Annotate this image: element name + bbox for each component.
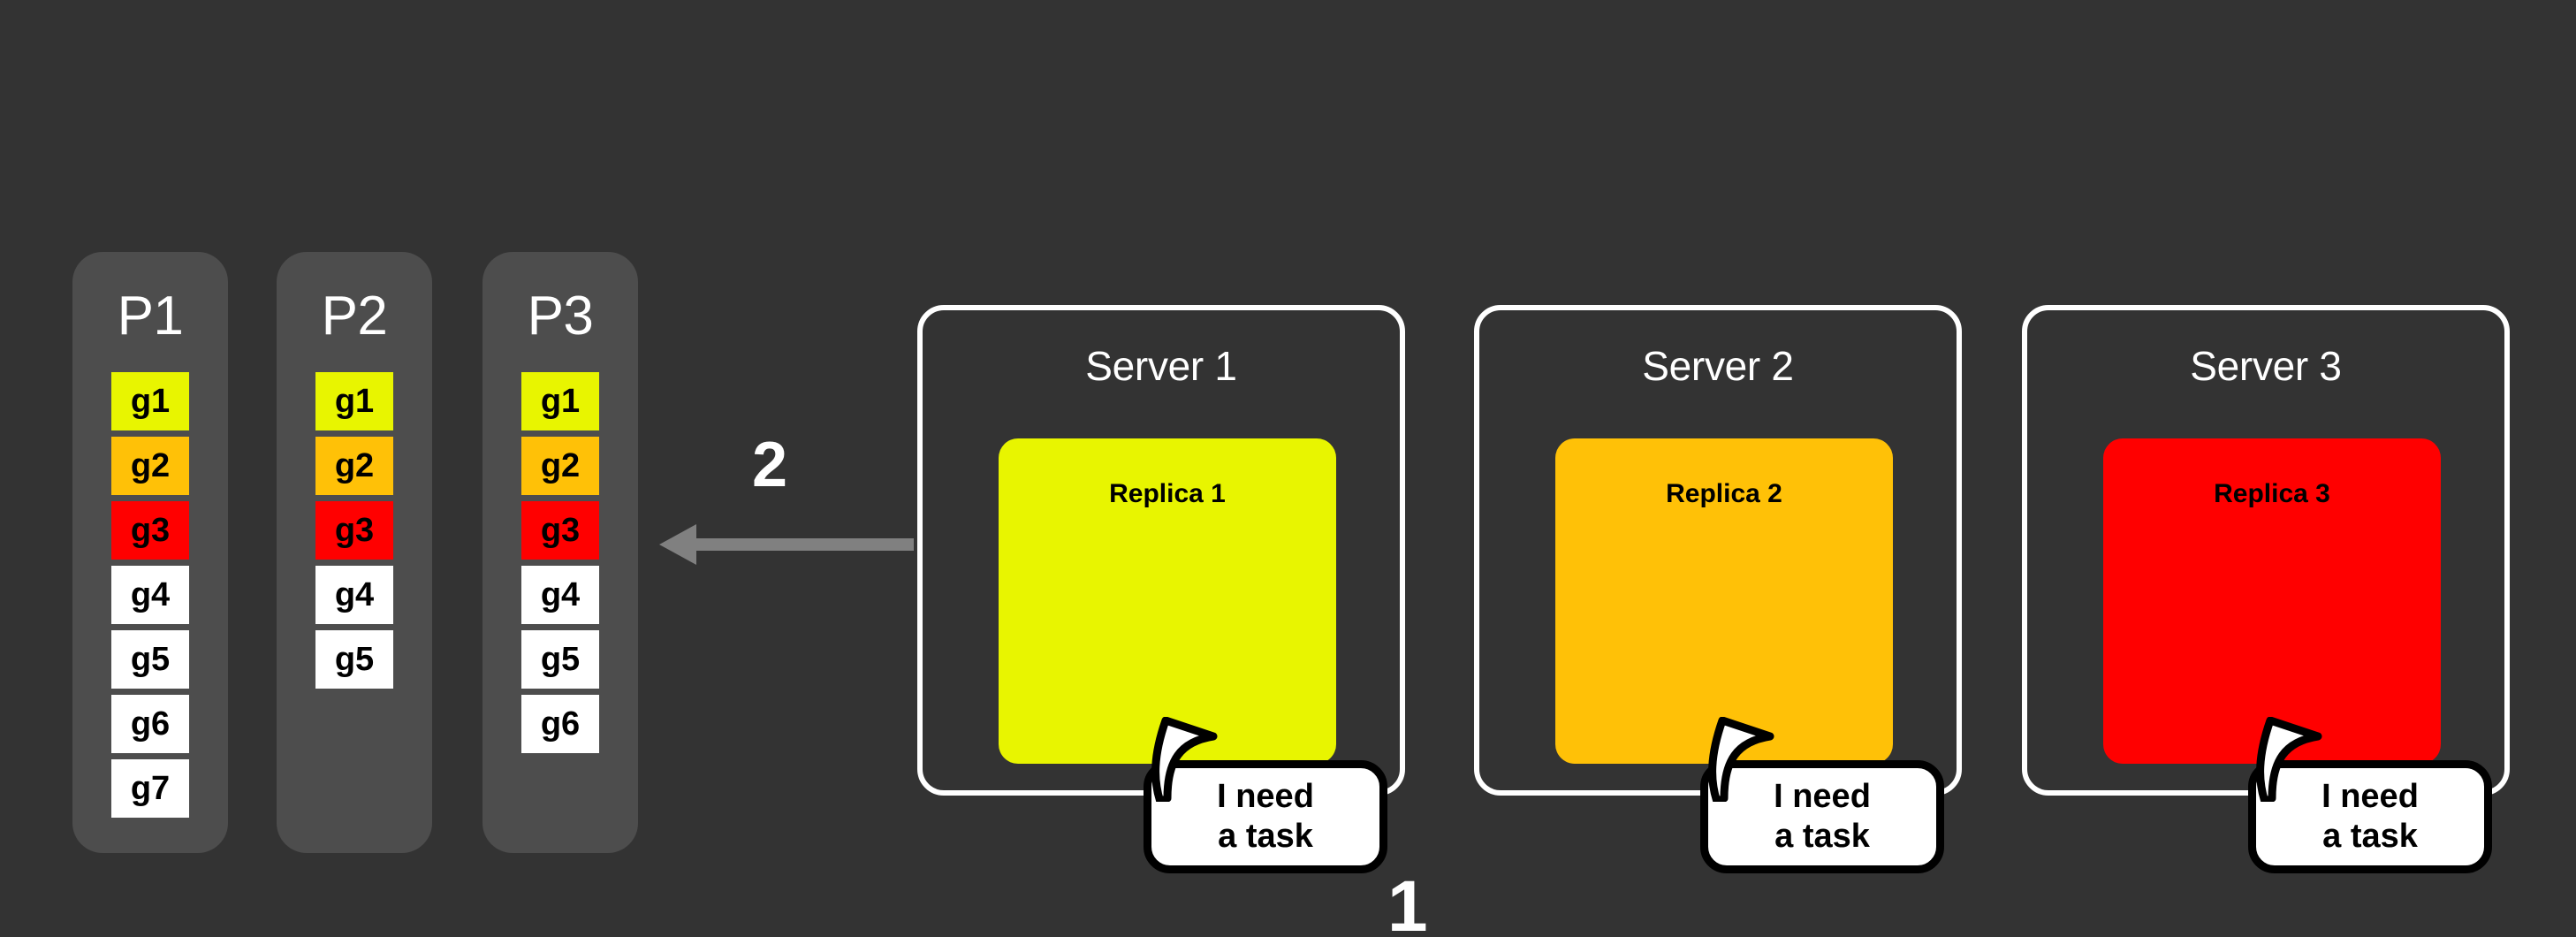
partition-item: g5 [315,630,393,689]
partition-item: g1 [111,372,189,430]
bubble-line-1: I need [1217,778,1314,816]
partition-column-p1: P1 g1 g2 g3 g4 g5 g6 g7 [72,252,228,853]
server-title: Server 2 [1642,343,1794,389]
bubble-line-1: I need [1774,778,1871,816]
replica-box-1: Replica 1 [999,438,1336,764]
partition-item: g3 [111,501,189,560]
partition-item: g4 [521,566,599,624]
partition-item-list: g1 g2 g3 g4 g5 g6 g7 [72,372,228,818]
partition-title: P3 [527,286,594,347]
assign-task-arrow-group: 2 [654,430,928,565]
step-1-label: 1 [1387,866,1428,937]
bubble-line-2: a task [1218,818,1313,855]
speech-bubble-tail-icon [1708,717,1774,802]
partition-column-p3: P3 g1 g2 g3 g4 g5 g6 [483,252,638,853]
server-title: Server 1 [1085,343,1237,389]
partition-item-list: g1 g2 g3 g4 g5 [277,372,432,689]
partition-item: g1 [315,372,393,430]
replica-box-2: Replica 2 [1555,438,1893,764]
partition-item: g3 [315,501,393,560]
bubble-line-2: a task [1774,818,1870,855]
server-panel-2: Server 2 Replica 2 [1474,305,1962,796]
partition-item: g6 [111,695,189,753]
partition-item: g5 [521,630,599,689]
replica-label: Replica 3 [2214,479,2330,508]
replica-box-3: Replica 3 [2103,438,2441,764]
server-panel-1: Server 1 Replica 1 [917,305,1405,796]
partition-item: g1 [521,372,599,430]
step-2-label: 2 [752,430,788,500]
partition-title: P2 [321,286,388,347]
replica-label: Replica 1 [1109,479,1226,508]
partition-item: g7 [111,759,189,818]
bubble-line-1: I need [2321,778,2419,816]
partition-item: g6 [521,695,599,753]
speech-bubble-server-3: I need a task [2248,717,2492,873]
left-arrow-icon [659,524,914,565]
partition-item-list: g1 g2 g3 g4 g5 g6 [483,372,638,753]
speech-bubble-server-1: I need a task [1144,717,1387,873]
partition-item: g3 [521,501,599,560]
server-title: Server 3 [2190,343,2342,389]
partition-item: g2 [521,437,599,495]
speech-bubble-server-2: I need a task [1700,717,1944,873]
partition-item: g2 [111,437,189,495]
partition-title: P1 [117,286,184,347]
speech-bubble-tail-icon [1151,717,1218,802]
bubble-line-2: a task [2322,818,2418,855]
server-panel-3: Server 3 Replica 3 [2022,305,2510,796]
speech-bubble-tail-icon [2256,717,2322,802]
partition-item: g5 [111,630,189,689]
partition-item: g4 [315,566,393,624]
partition-column-p2: P2 g1 g2 g3 g4 g5 [277,252,432,853]
partition-item: g2 [315,437,393,495]
partition-item: g4 [111,566,189,624]
replica-label: Replica 2 [1666,479,1782,508]
